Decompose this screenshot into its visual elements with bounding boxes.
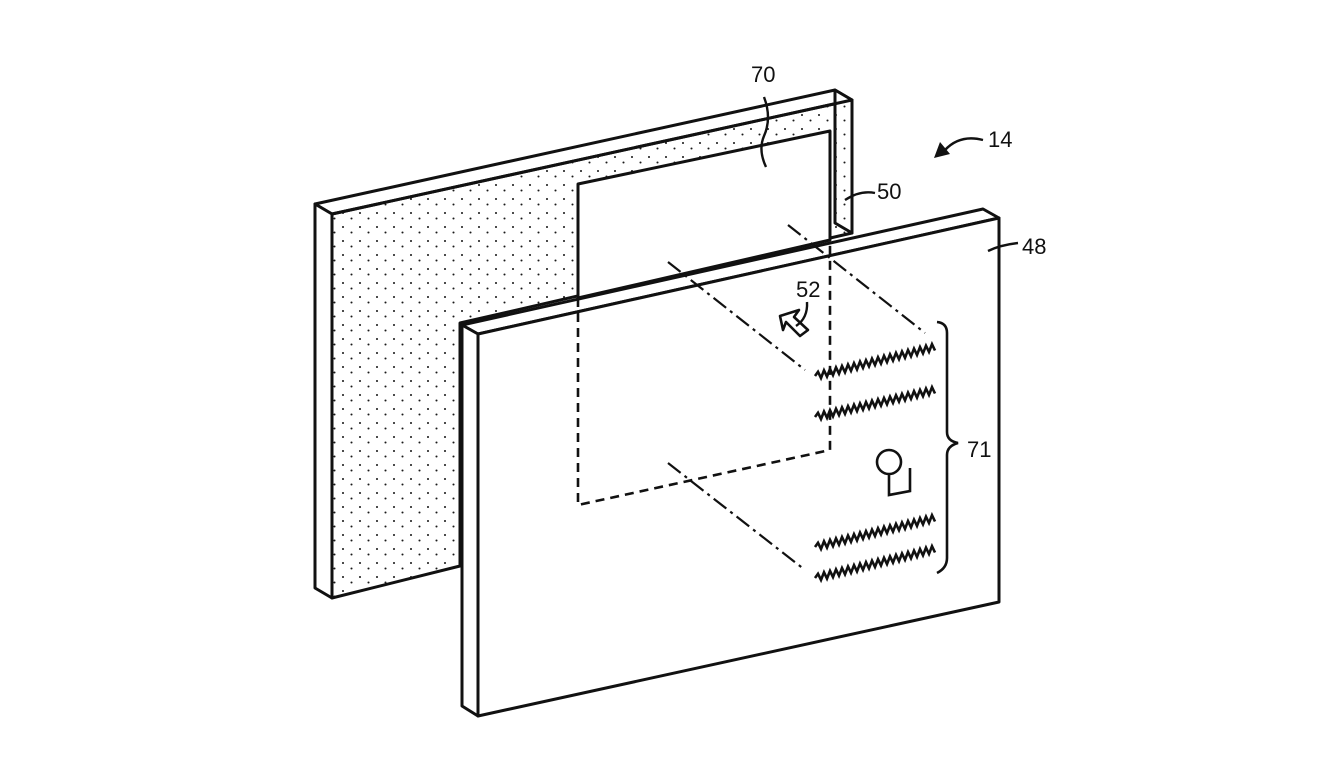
window-hidden-outline: [576, 240, 832, 507]
wavy-line-3: [813, 511, 937, 553]
label-indicator: 52: [796, 277, 820, 302]
projection-lines: [667, 224, 926, 571]
lock-symbol-icon: [875, 448, 912, 497]
wavy-line-1: [813, 340, 937, 382]
label-assembly: 14: [988, 127, 1012, 152]
front-panel: [460, 207, 1001, 718]
markings-brace: [936, 320, 959, 575]
back-panel: [313, 88, 854, 600]
front-panel-face: [476, 216, 1001, 718]
label-front-panel: 48: [1022, 234, 1046, 259]
leader-lines: [760, 96, 1019, 327]
wavy-line-2: [813, 383, 937, 423]
window-area: [576, 129, 832, 300]
assembly-arrow-icon: [934, 137, 984, 158]
label-markings: 71: [967, 437, 991, 462]
label-window: 70: [751, 62, 775, 87]
wavy-line-4: [813, 542, 937, 584]
front-panel-left-edge: [460, 323, 480, 718]
marking-lines: [813, 340, 937, 584]
label-back-panel: 50: [877, 179, 901, 204]
indicator-arrow-icon: [778, 308, 810, 338]
back-panel-left-edge: [313, 202, 334, 600]
